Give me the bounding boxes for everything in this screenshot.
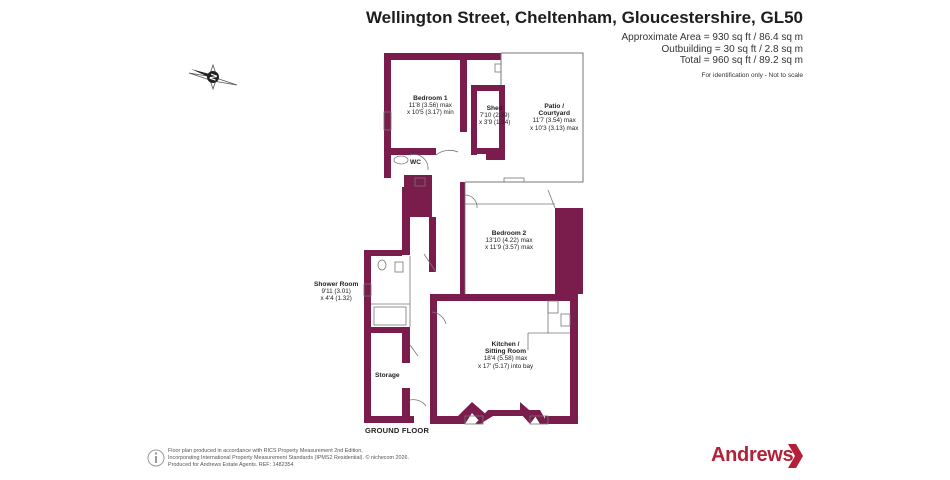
- footer-line-1: Floor plan produced in accordance with R…: [168, 448, 363, 454]
- property-address: Wellington Street, Cheltenham, Glouceste…: [365, 8, 803, 27]
- footer-line-2: Incorporating International Property Mea…: [168, 455, 409, 461]
- brand-logo: Andrews: [711, 444, 794, 466]
- brand-chevron-icon: [788, 444, 803, 468]
- compass-n-label: N: [208, 72, 220, 82]
- rics-info-icon: [147, 449, 165, 467]
- compass-icon: N: [188, 63, 238, 91]
- footer-line-3: Produced for Andrews Estate Agents. REF:…: [168, 462, 294, 468]
- wc-label: WC: [410, 159, 421, 166]
- floor-label: GROUND FLOOR: [365, 426, 430, 435]
- total-area: Total = 960 sq ft / 89.2 sq m: [679, 55, 803, 66]
- walls: [364, 53, 583, 424]
- footer-notes: Floor plan produced in accordance with R…: [168, 448, 409, 469]
- area-summary: Approximate Area = 930 sq ft / 86.4 sq m…: [622, 32, 804, 81]
- plan-linework: [363, 63, 571, 425]
- storage-label: Storage: [375, 372, 400, 379]
- scale-note: For identification only - Not to scale: [701, 71, 803, 79]
- outbuilding-area: Outbuilding = 30 sq ft / 2.8 sq m: [661, 43, 803, 55]
- approx-area: Approximate Area = 930 sq ft / 86.4 sq m: [621, 32, 804, 43]
